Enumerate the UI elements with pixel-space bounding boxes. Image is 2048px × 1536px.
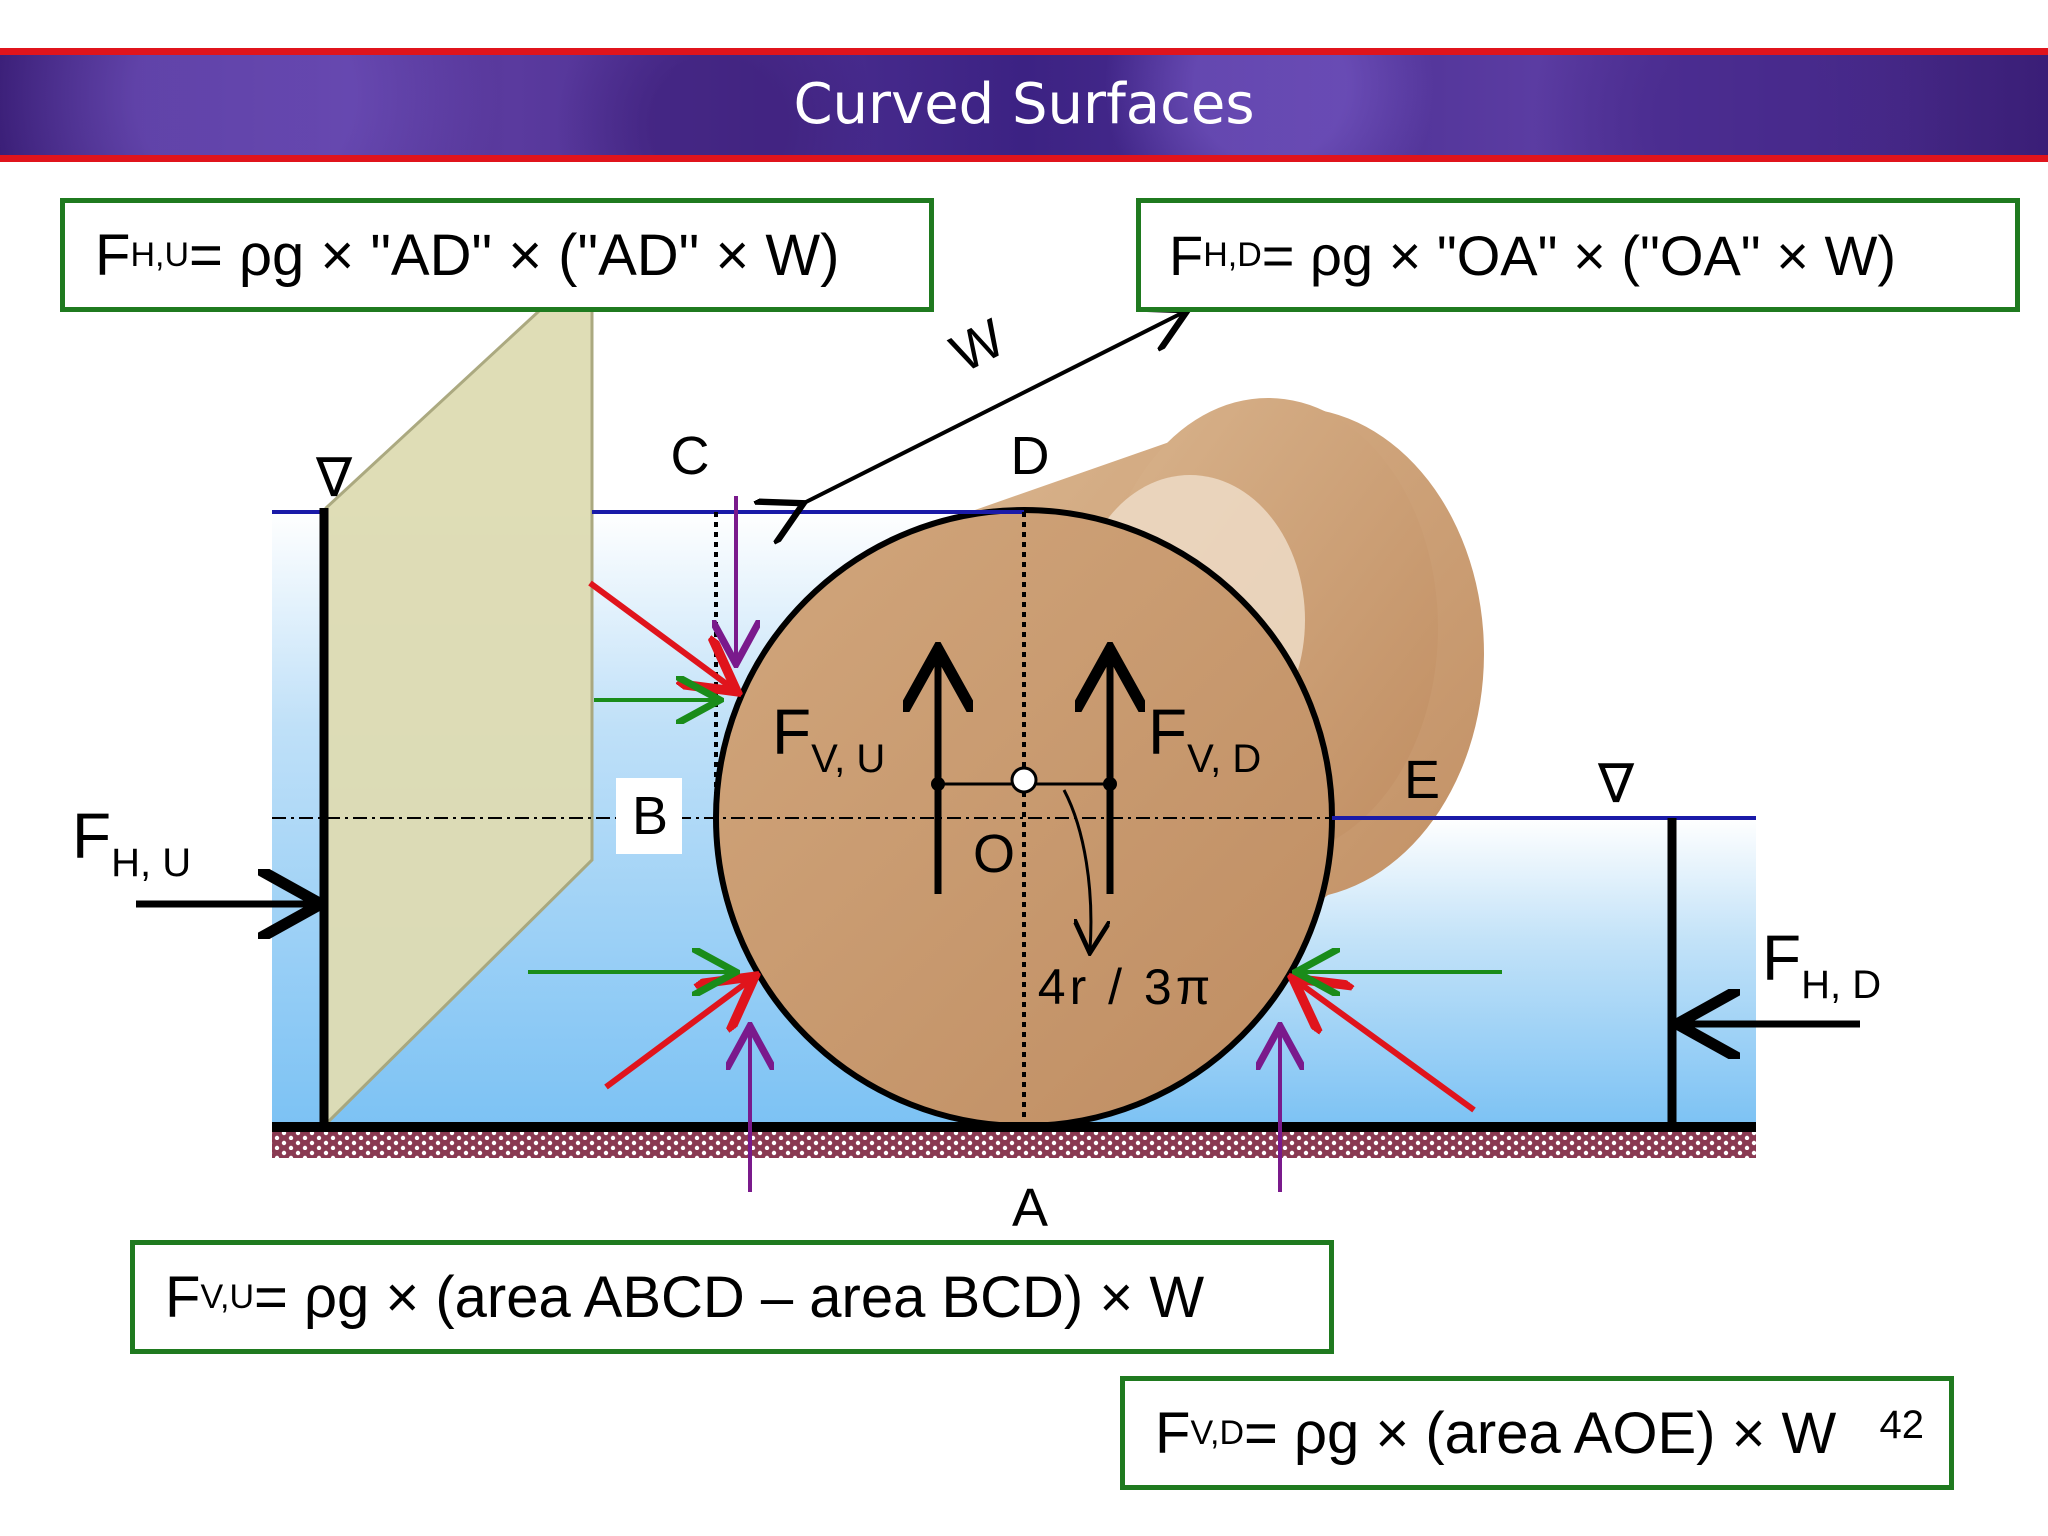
title-band	[0, 48, 2048, 162]
centroid-distance-arrow	[1062, 789, 1091, 950]
label-e: E	[1404, 750, 1440, 810]
label-o: O	[973, 824, 1015, 884]
equation-fvd-rhs: = ρg × (area AOE) × W	[1244, 1400, 1837, 1466]
equation-fhd-rhs: = ρg × "OA" × ("OA" × W)	[1261, 223, 1896, 287]
equation-fvd-symbol: F	[1155, 1400, 1191, 1466]
pressure-arrow-lower-right	[1298, 982, 1476, 1113]
page-number: 42	[1879, 1403, 1925, 1447]
equation-fhu-subscript: H,U	[130, 235, 189, 274]
equation-fvu-rhs: = ρg × (area ABCD – area BCD) × W	[254, 1264, 1205, 1330]
equation-fhu-symbol: F	[95, 222, 131, 288]
label-fhd: FH, D	[1762, 922, 1881, 1007]
pressure-arrow-lower-left	[604, 980, 750, 1090]
fvd-point	[1103, 777, 1117, 791]
equation-fvu-subscript: V,U	[200, 1277, 254, 1316]
label-fhu: FH, U	[72, 800, 191, 885]
ground-hatch	[272, 1132, 1756, 1158]
equation-fhd-symbol: F	[1169, 223, 1204, 287]
label-fvd: FV, D	[1148, 696, 1261, 781]
equation-fhu-rhs: = ρg × "AD" × ("AD" × W)	[189, 222, 840, 288]
label-fvu: FV, U	[772, 696, 885, 781]
equation-fhd-subscript: H,D	[1203, 235, 1262, 274]
free-surface-symbol-downstream: ∇	[1597, 752, 1635, 815]
label-d: D	[1011, 426, 1050, 486]
equation-fvd-subscript: V,D	[1190, 1413, 1244, 1452]
slide-title: Curved Surfaces	[793, 72, 1255, 137]
label-b-background	[616, 778, 682, 854]
free-surface-symbol-upstream: ∇	[315, 446, 353, 509]
centroid-marker	[1010, 766, 1038, 794]
label-b: B	[632, 786, 668, 846]
pressure-arrow-upper-left	[588, 580, 732, 688]
channel-bed	[272, 1122, 1756, 1132]
width-dimension-arrow	[800, 312, 1184, 505]
label-a: A	[1012, 1178, 1048, 1238]
label-c: C	[671, 426, 710, 486]
equation-fvu-symbol: F	[165, 1264, 201, 1330]
label-width: W	[942, 308, 1015, 385]
label-centroid-distance: 4r / 3π	[1038, 959, 1214, 1015]
fvu-point	[931, 777, 945, 791]
